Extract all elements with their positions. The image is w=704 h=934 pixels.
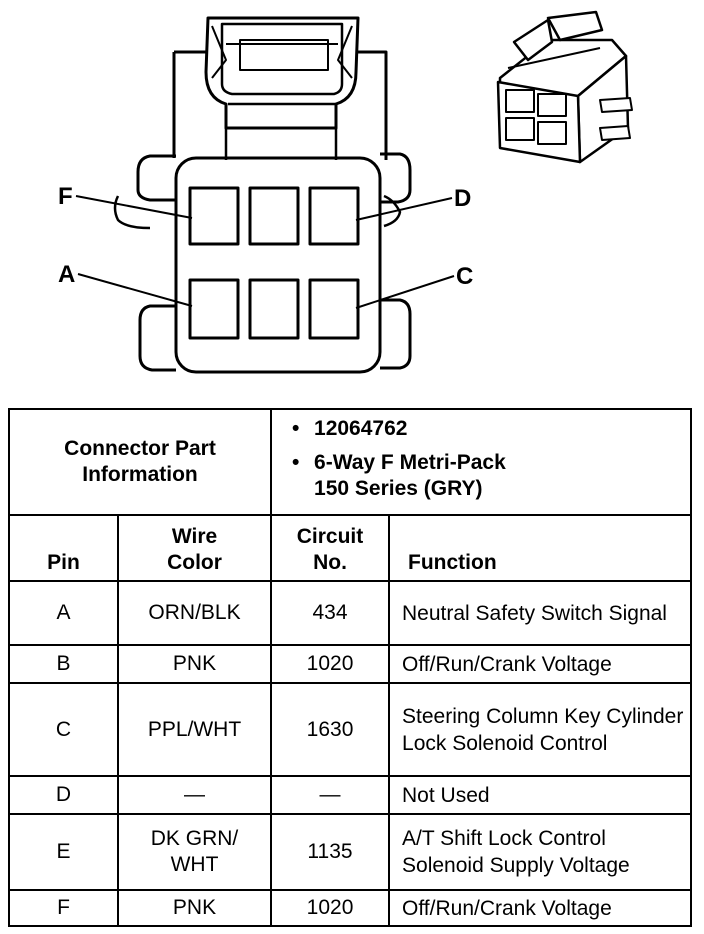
connector-part-info-label: Connector Part Information [7, 408, 273, 516]
pin-cell: A [8, 580, 119, 646]
function-cell: Steering Column Key Cylinder Lock Soleno… [388, 682, 693, 777]
leader-A [77, 273, 193, 307]
right-tab-upper [380, 152, 412, 204]
part-info-cell: •12064762 •6-Way F Metri-Pack 150 Series… [270, 408, 693, 516]
left-tab-lower [138, 304, 176, 372]
wire-color-cell: PPL/WHT [116, 682, 273, 777]
cavity-C [308, 278, 360, 340]
part-series: 150 Series (GRY) [314, 477, 483, 500]
connector-face [174, 156, 382, 374]
function-cell: A/T Shift Lock Control Solenoid Supply V… [388, 813, 693, 891]
cavity-F [188, 186, 240, 246]
pin-cell: F [8, 889, 119, 927]
table-row: E DK GRN/ WHT 1135 A/T Shift Lock Contro… [8, 813, 693, 891]
part-type: 6-Way F Metri-Pack [314, 451, 506, 474]
cavity-E [248, 186, 300, 246]
circuit-cell: 1020 [270, 644, 391, 684]
latch-outline [204, 16, 360, 130]
connector-diagram: F D A C [58, 10, 633, 374]
pin-cell: D [8, 775, 119, 815]
wire-color-cell: — [116, 775, 273, 815]
wire-color-cell: PNK [116, 644, 273, 684]
cavity-A [188, 278, 240, 340]
latch-inner [220, 22, 344, 96]
wire-color-cell: PNK [116, 889, 273, 927]
leader-D [355, 197, 453, 221]
pin-cell: B [8, 644, 119, 684]
pin-label-D: D [454, 185, 471, 212]
col-header-wire-color: Wire Color [116, 514, 273, 582]
connector-3d-view [496, 10, 633, 164]
connector-info-table: Connector Part Information •12064762 •6-… [7, 408, 693, 927]
col-header-function: Function [388, 514, 693, 582]
leader-F [75, 195, 193, 219]
table-row: B PNK 1020 Off/Run/Crank Voltage [8, 644, 693, 684]
col-header-pin: Pin [8, 514, 119, 582]
circuit-cell: 434 [270, 580, 391, 646]
pin-label-C: C [456, 263, 473, 290]
function-cell: Not Used [388, 775, 693, 815]
pin-label-A: A [58, 261, 75, 288]
wire-color-cell: DK GRN/ WHT [116, 813, 273, 891]
col-header-circuit: Circuit No. [270, 514, 391, 582]
circuit-cell: — [270, 775, 391, 815]
cavity-D [308, 186, 360, 246]
pin-cell: E [8, 813, 119, 891]
table-row: D — — Not Used [8, 775, 693, 815]
function-cell: Off/Run/Crank Voltage [388, 889, 693, 927]
circuit-cell: 1135 [270, 813, 391, 891]
circuit-cell: 1020 [270, 889, 391, 927]
function-cell: Neutral Safety Switch Signal [388, 580, 693, 646]
pin-label-F: F [58, 183, 73, 210]
circuit-cell: 1630 [270, 682, 391, 777]
table-row: F PNK 1020 Off/Run/Crank Voltage [8, 889, 693, 927]
pin-cell: C [8, 682, 119, 777]
table-row: A ORN/BLK 434 Neutral Safety Switch Sign… [8, 580, 693, 646]
part-number: 12064762 [314, 417, 408, 440]
function-cell: Off/Run/Crank Voltage [388, 644, 693, 684]
left-tab-upper [136, 154, 176, 202]
cavity-B [248, 278, 300, 340]
right-tab-lower [380, 298, 412, 370]
wire-color-cell: ORN/BLK [116, 580, 273, 646]
leader-C [355, 275, 455, 309]
table-row: C PPL/WHT 1630 Steering Column Key Cylin… [8, 682, 693, 777]
